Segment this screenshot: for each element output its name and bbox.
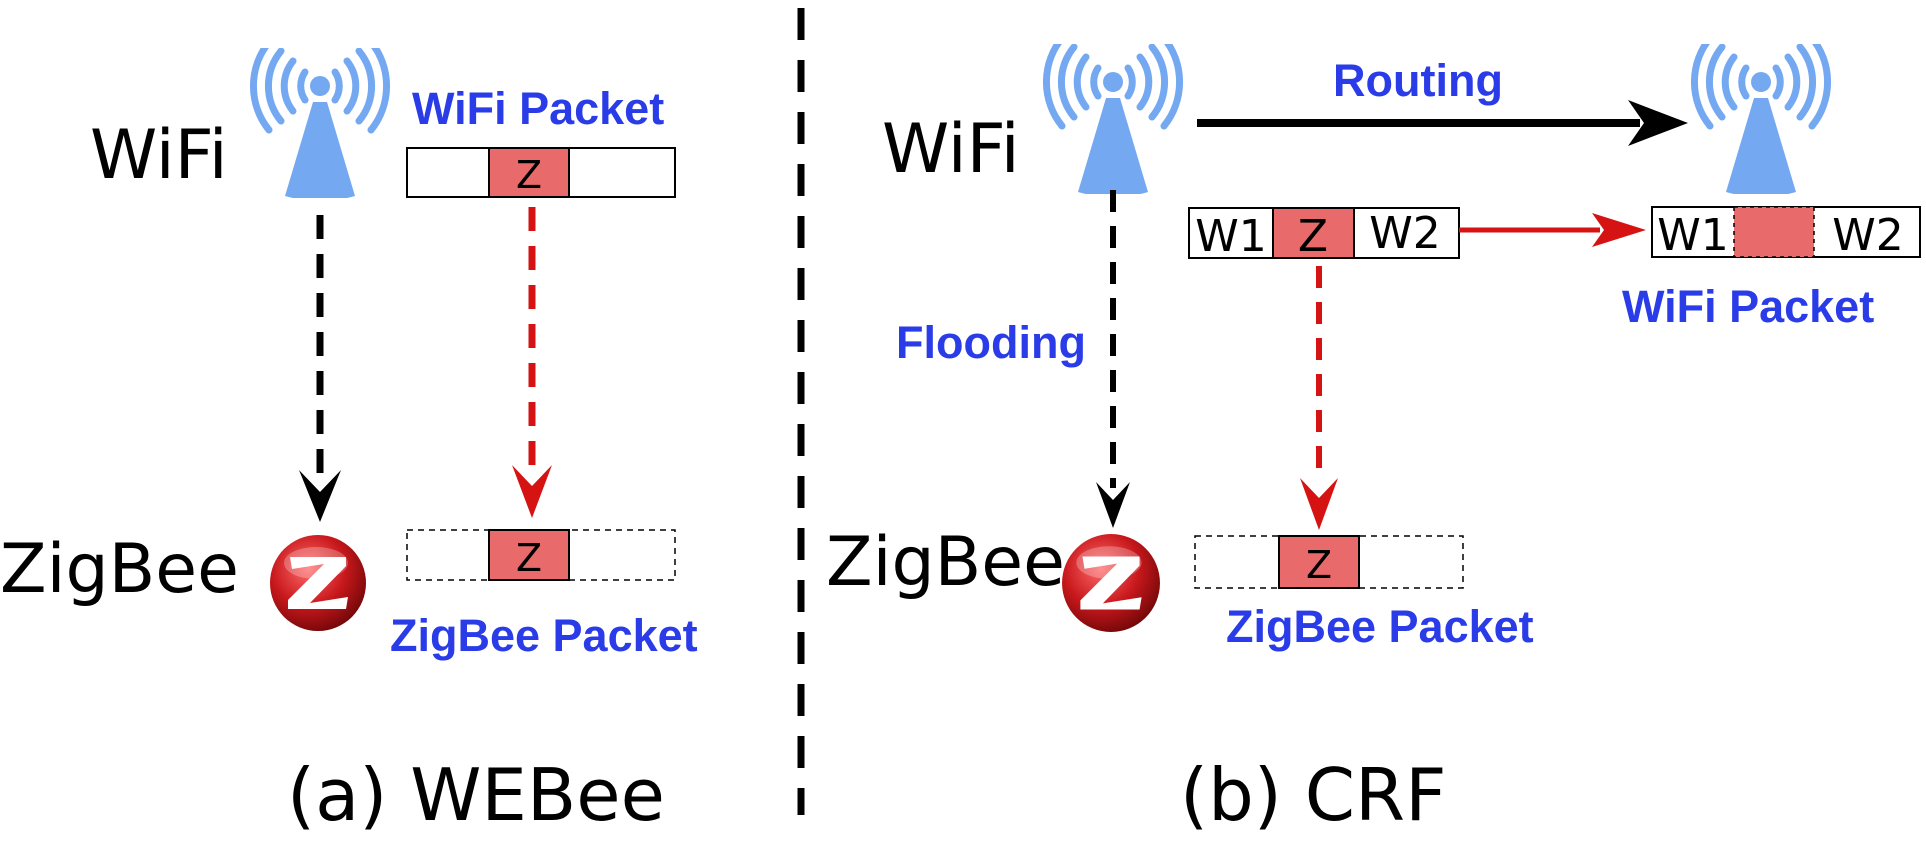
right-received-empty-segment	[1733, 206, 1815, 258]
left-wifi-antenna-icon	[253, 42, 386, 201]
left-wifi-packet: Z	[406, 147, 676, 198]
left-wifi-packet-label: WiFi Packet	[412, 83, 664, 134]
left-zigbee-packet: Z	[406, 529, 676, 581]
left-wifi-packet-z-segment	[488, 147, 570, 198]
left-zigbee-label: ZigBee	[0, 530, 239, 609]
right-forward-arrow	[1459, 213, 1646, 247]
right-wifi-antenna-icon	[1046, 38, 1179, 197]
left-wifi-packet-z-text: Z	[516, 153, 542, 197]
left-zigbee-packet-z-text: Z	[516, 536, 542, 580]
right-sent-cell-w1: W1	[1195, 211, 1267, 262]
right-zigbee-packet-z-text: Z	[1306, 543, 1332, 587]
routing-label: Routing	[1333, 55, 1503, 106]
panel-webee: WiFi WiFi Packet Z ZigBee Z ZigBee Packe…	[0, 42, 698, 837]
right-received-wifi-packet: W1 W2	[1651, 206, 1921, 261]
right-zigbee-label: ZigBee	[826, 523, 1065, 602]
flooding-arrow	[1096, 190, 1130, 528]
left-wifi-label: WiFi	[90, 116, 228, 195]
right-sent-cell-w2: W2	[1369, 208, 1441, 259]
right-sent-z-segment	[1272, 207, 1355, 259]
left-zigbee-logo-icon	[270, 535, 366, 631]
right-zigbee-packet-label: ZigBee Packet	[1226, 601, 1534, 652]
left-zigbee-packet-z-segment	[488, 529, 570, 581]
left-wifi-to-zigbee-arrow	[299, 215, 341, 522]
right-remote-wifi-antenna-icon	[1694, 38, 1827, 197]
routing-arrow	[1197, 100, 1688, 146]
right-packet-translation-arrow	[1300, 266, 1338, 530]
right-zigbee-packet: Z	[1194, 535, 1464, 589]
right-wifi-packet-label: WiFi Packet	[1622, 281, 1874, 332]
panel-crf: WiFi Routing W1 Z W2 W1	[826, 38, 1921, 837]
right-zigbee-packet-z-segment	[1278, 535, 1360, 589]
right-caption: (b) CRF	[1180, 753, 1446, 837]
right-received-cell-w2: W2	[1832, 210, 1904, 261]
right-zigbee-logo-icon	[1062, 534, 1160, 632]
left-caption: (a) WEBee	[287, 753, 665, 837]
right-wifi-label: WiFi	[882, 110, 1020, 189]
right-received-cell-w1: W1	[1657, 210, 1729, 261]
left-zigbee-packet-label: ZigBee Packet	[390, 610, 698, 661]
flooding-label: Flooding	[896, 317, 1086, 368]
left-packet-translation-arrow	[512, 207, 552, 518]
right-sent-cell-z: Z	[1298, 211, 1328, 262]
right-sent-wifi-packet: W1 Z W2	[1188, 207, 1460, 262]
